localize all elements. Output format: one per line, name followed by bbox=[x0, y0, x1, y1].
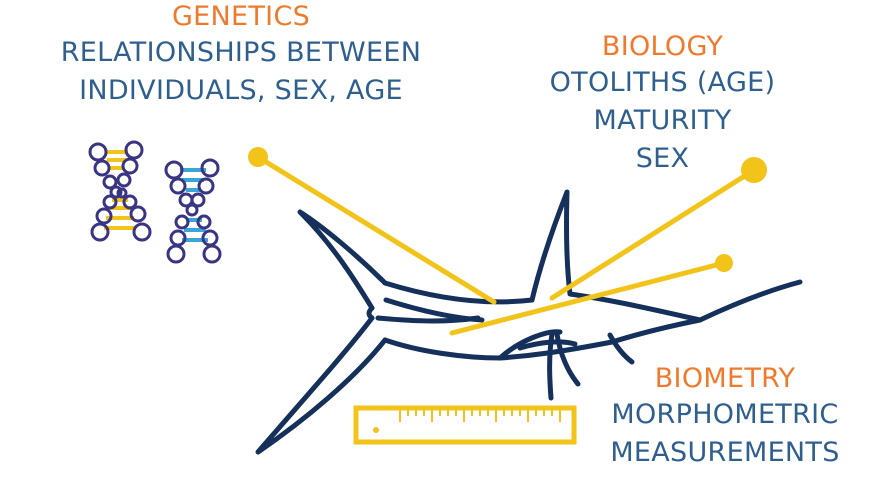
biometry-line-2: MEASUREMENTS bbox=[560, 434, 890, 472]
genetics-pointer-dot bbox=[248, 147, 268, 167]
genetics-heading: GENETICS bbox=[10, 0, 472, 34]
genetics-line-1: RELATIONSHIPS BETWEEN bbox=[10, 34, 472, 72]
biometry-line-1: MORPHOMETRIC bbox=[560, 396, 890, 434]
dna-helix-icon bbox=[90, 142, 220, 262]
biometry-label: BIOMETRY MORPHOMETRIC MEASUREMENTS bbox=[560, 362, 890, 472]
biometry-heading: BIOMETRY bbox=[560, 362, 890, 396]
genetics-pointer bbox=[258, 157, 494, 302]
biometry-pointer-dot bbox=[715, 254, 733, 272]
ruler-icon bbox=[356, 408, 574, 442]
biology-line-1: OTOLITHS (AGE) bbox=[520, 64, 805, 102]
genetics-line-2: INDIVIDUALS, SEX, AGE bbox=[10, 72, 472, 110]
genetics-label: GENETICS RELATIONSHIPS BETWEEN INDIVIDUA… bbox=[10, 0, 472, 110]
biology-line-3: SEX bbox=[520, 140, 805, 178]
biology-line-2: MATURITY bbox=[520, 102, 805, 140]
biology-heading: BIOLOGY bbox=[520, 30, 805, 64]
biology-label: BIOLOGY OTOLITHS (AGE) MATURITY SEX bbox=[520, 30, 805, 178]
